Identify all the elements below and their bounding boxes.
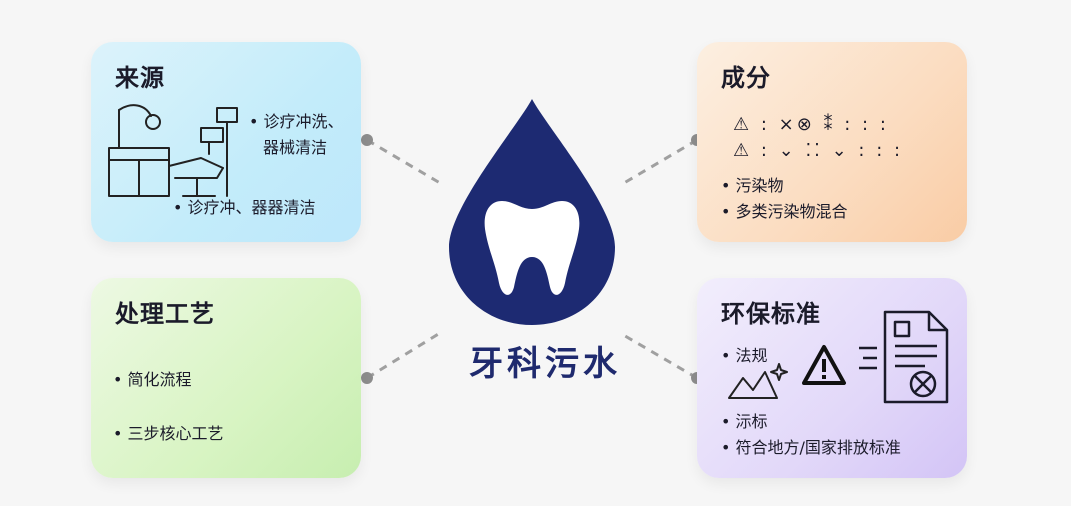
composition-bullet-1: • 污染物 bbox=[721, 176, 784, 195]
connector-dot-source bbox=[361, 134, 373, 146]
composition-symbol-row-1: ⚠ : ×⊗ ⁑ : : : bbox=[733, 114, 889, 135]
source-bullet-1a: • 诊疗冲洗、 bbox=[249, 112, 344, 131]
warning-icon bbox=[802, 345, 846, 385]
tooth-drop-icon bbox=[449, 99, 615, 325]
connector-process bbox=[366, 331, 441, 380]
center-title: 牙科污水 bbox=[469, 344, 621, 384]
dental-chair-icon bbox=[108, 104, 238, 197]
environment-bullet-1: • 法规 bbox=[721, 346, 768, 365]
card-source-title: 来源 bbox=[115, 64, 165, 92]
source-bullet-1b: 器械清洁 bbox=[263, 138, 328, 157]
chart-sparkle-icon bbox=[728, 363, 788, 399]
environment-bullet-2: • 沶标 bbox=[721, 412, 768, 431]
connector-composition bbox=[623, 138, 698, 185]
card-composition-title: 成分 bbox=[721, 64, 771, 92]
card-process-title: 处理工艺 bbox=[115, 300, 215, 328]
environment-bullet-3: • 符合地方/国家排放标准 bbox=[721, 438, 901, 457]
card-source: 来源 • 诊疗冲洗、 器械清洁 • 诊疗冲、器器清洁 bbox=[91, 42, 361, 242]
process-bullet-2: • 三步核心工艺 bbox=[113, 424, 224, 443]
connector-source bbox=[366, 138, 441, 185]
connector-dot-process bbox=[361, 372, 373, 384]
card-process: 处理工艺 • 简化流程 • 三步核心工艺 bbox=[91, 278, 361, 478]
card-environment-title: 环保标准 bbox=[721, 300, 821, 328]
composition-bullet-2: • 多类污染物混合 bbox=[721, 202, 848, 221]
source-bullet-2: • 诊疗冲、器器清洁 bbox=[173, 198, 316, 217]
card-composition: 成分 ⚠ : ×⊗ ⁑ : : : ⚠ : ⌄ ⁚⁚ ⌄ : : : • 污染物… bbox=[697, 42, 967, 242]
process-bullet-1: • 简化流程 bbox=[113, 370, 192, 389]
card-environment: 环保标准 • 法规 • 沶标 • 符合地方/国家排放标准 bbox=[697, 278, 967, 478]
document-icon bbox=[859, 310, 949, 404]
composition-symbol-row-2: ⚠ : ⌄ ⁚⁚ ⌄ : : : bbox=[733, 140, 904, 161]
